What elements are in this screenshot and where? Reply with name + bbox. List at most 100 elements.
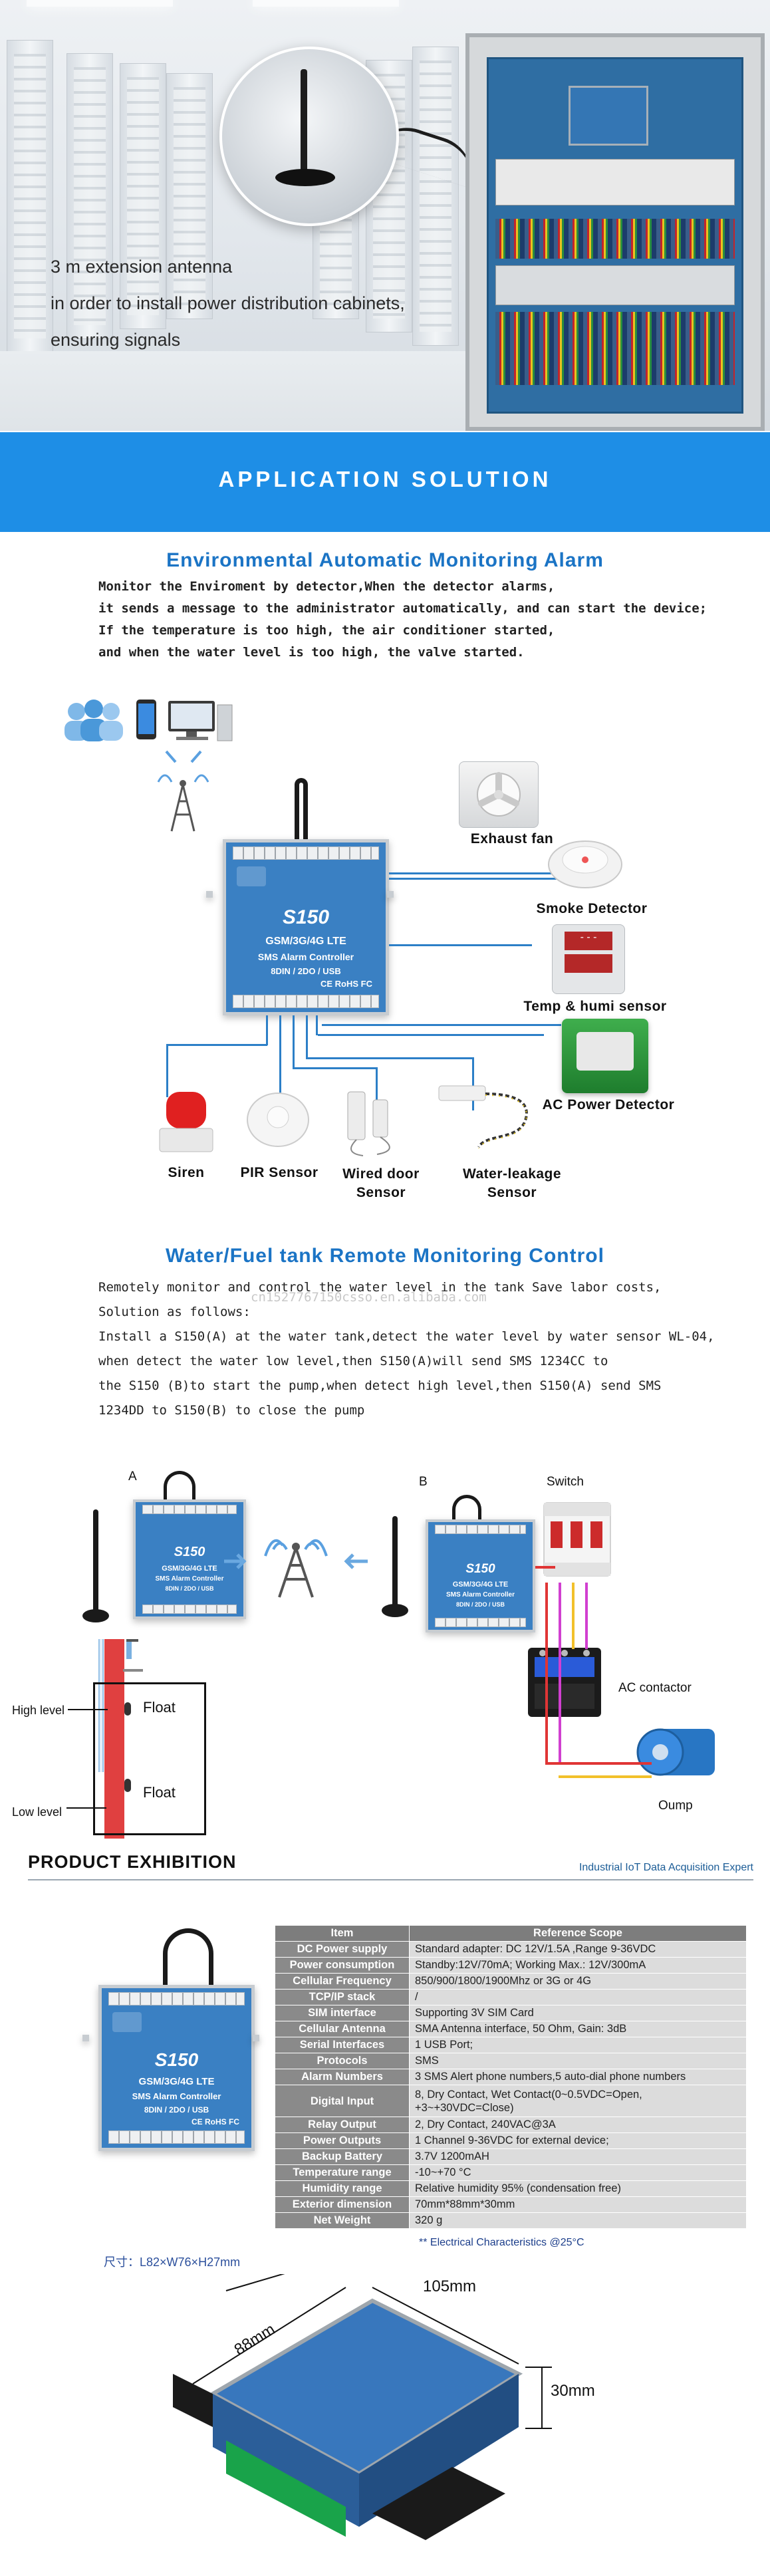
spec-key: Cellular Antenna [275, 2021, 410, 2037]
users-icon-group [64, 700, 233, 741]
antenna-icon [392, 1516, 398, 1609]
environmental-title: Environmental Automatic Monitoring Alarm [166, 549, 604, 571]
spec-key: Protocols [275, 2053, 410, 2069]
float-icon [124, 1702, 131, 1716]
label-low-level: Low level [12, 1805, 63, 1819]
cell-tower-icon [157, 750, 209, 832]
spec-key: Power Outputs [275, 2132, 410, 2149]
spec-value: 2, Dry Contact, 240VAC@3A [409, 2117, 747, 2133]
water-leakage-sensor-icon [438, 1085, 528, 1149]
para-line: Install a S150(A) at the water tank,dete… [98, 1329, 715, 1344]
dimensions-label: 尺寸：L82×W76×H27mm [104, 2255, 241, 2269]
antenna-icon [164, 1471, 195, 1503]
label-ac-power-detector: AC Power Detector [542, 1097, 675, 1112]
product-photo: S150 GSM/3G/4G LTE SMS Alarm Controller … [98, 1985, 255, 2151]
label-high-level: High level [12, 1704, 65, 1717]
pump-icon [636, 1728, 715, 1776]
divider [28, 1879, 753, 1880]
device-line2: SMS Alarm Controller [155, 1575, 224, 1583]
smoke-detector-icon [548, 840, 622, 888]
application-solution-title: APPLICATION SOLUTION [218, 467, 552, 491]
para-line: Solution as follows: [98, 1305, 251, 1319]
mount-ear-left [82, 2035, 89, 2041]
phone-icon [136, 700, 156, 739]
device-line2: SMS Alarm Controller [132, 2091, 221, 2101]
device-line3: 8DIN / 2DO / USB [165, 1585, 214, 1592]
device-marks: CE RoHS FC [192, 2117, 239, 2126]
spec-key: Relay Output [275, 2117, 410, 2133]
antenna-zoom-circle [219, 47, 399, 226]
antenna-icon [93, 1509, 98, 1616]
hero-caption-line: 3 m extension antenna [51, 257, 233, 277]
spec-key: Exterior dimension [275, 2196, 410, 2213]
label-switch: Switch [547, 1475, 584, 1489]
dimension-height: 30mm [551, 2382, 595, 2400]
para-line: 1234DD to S150(B) to close the pump [98, 1403, 365, 1418]
wire [389, 872, 569, 874]
mount-ear-right [253, 2035, 259, 2041]
spec-value: Standby:12V/70mA; Working Max.: 12V/300m… [409, 1957, 747, 1974]
water-paragraph: Remotely monitor and control the water l… [98, 1275, 715, 1423]
label-ac-contactor: AC contactor [618, 1681, 692, 1695]
s150-device-b: S150 GSM/3G/4G LTE SMS Alarm Controller … [426, 1519, 535, 1632]
spec-key: Temperature range [275, 2164, 410, 2181]
device-line3: 8DIN / 2DO / USB [144, 2105, 209, 2115]
hero-caption-line: in order to install power distribution c… [51, 293, 405, 313]
table-row: Temperature range-10~+70 °C [275, 2164, 747, 2181]
water-title: Water/Fuel tank Remote Monitoring Contro… [166, 1245, 604, 1267]
device-line1: GSM/3G/4G LTE [138, 2076, 215, 2087]
hero-banner: 3 m extension antenna in order to instal… [0, 0, 770, 431]
dimension-width: 105mm [423, 2277, 477, 2295]
ac-power-detector-icon [562, 1019, 648, 1093]
para-line: Monitor the Enviroment by detector,When … [98, 579, 555, 594]
spec-key: Net Weight [275, 2212, 410, 2229]
spec-footnote: ** Electrical Characteristics @25°C [419, 2237, 584, 2248]
siren-icon [159, 1092, 213, 1152]
label-siren: Siren [168, 1165, 205, 1180]
column-header: Reference Scope [409, 1925, 747, 1942]
label-pump: Oump [658, 1799, 693, 1813]
float-icon [124, 1779, 131, 1792]
device-line1: GSM/3G/4G LTE [265, 936, 346, 947]
para-line: Remotely monitor and control the water l… [98, 1280, 662, 1295]
spec-value: SMA Antenna interface, 50 Ohm, Gain: 3dB [409, 2021, 747, 2037]
label-float-1: Float [143, 1699, 176, 1716]
device-line3: 8DIN / 2DO / USB [271, 966, 341, 976]
para-line: when detect the water low level,then S15… [98, 1354, 608, 1368]
cell-tower-icon [224, 1539, 368, 1598]
label-temp-humi-sensor: Temp & humi sensor [523, 999, 667, 1014]
label-wired-door-sensor: Wired door Sensor [342, 1166, 420, 1200]
para-line: it sends a message to the administrator … [98, 601, 707, 616]
spec-key: Alarm Numbers [275, 2069, 410, 2085]
environmental-paragraph: Monitor the Enviroment by detector,When … [98, 576, 707, 664]
para-line: the S150 (B)to start the pump,when detec… [98, 1378, 662, 1393]
spec-key: Backup Battery [275, 2148, 410, 2165]
column-header: Item [275, 1925, 410, 1942]
application-solution-band: APPLICATION SOLUTION [0, 432, 770, 532]
spec-value: 850/900/1800/1900Mhz or 3G or 4G [409, 1973, 747, 1990]
spec-key: TCP/IP stack [275, 1989, 410, 2005]
antenna-base [82, 1609, 109, 1622]
product-subtitle: Industrial IoT Data Acquisition Expert [578, 1862, 753, 1873]
label-smoke-detector: Smoke Detector [536, 901, 648, 916]
temp-humi-sensor-icon: - - - [552, 924, 625, 994]
computer-icon [168, 701, 233, 741]
spec-value: 1 USB Port; [409, 2037, 747, 2053]
para-line: If the temperature is too high, the air … [98, 623, 555, 638]
mount-ear-left [206, 891, 213, 898]
spec-value: 320 g [409, 2212, 747, 2229]
spec-value: SMS [409, 2053, 747, 2069]
label-float-2: Float [143, 1784, 176, 1801]
spec-value: 1 Channel 9-36VDC for external device; [409, 2132, 747, 2149]
water-tank [93, 1682, 206, 1835]
para-line: and when the water level is too high, th… [98, 645, 525, 660]
spec-key: Serial Interfaces [275, 2037, 410, 2053]
